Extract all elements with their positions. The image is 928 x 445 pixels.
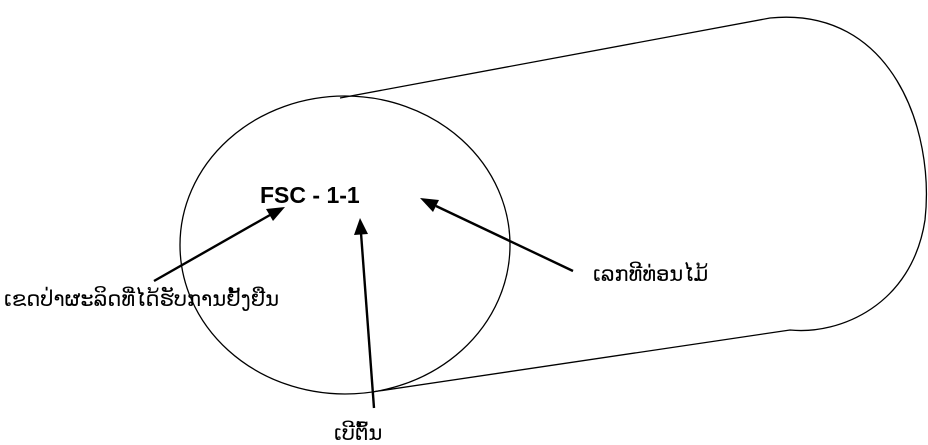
log-number-arrowhead bbox=[420, 198, 439, 212]
stump-arrowhead bbox=[354, 218, 368, 235]
certified-forest-zone-label: ເຂດປ່າຜະລິດທີ່ໄດ້ຮັບການຢັ້ງຢືນ bbox=[4, 286, 279, 311]
log-body-outline bbox=[339, 16, 928, 393]
log-number-label: ເລກທີທ່ອນໄມ້ bbox=[593, 261, 708, 286]
log-code-text: FSC - 1-1 bbox=[260, 182, 360, 208]
log-end-circle bbox=[179, 95, 511, 395]
forest-zone-arrow-shaft bbox=[153, 213, 271, 283]
forest-zone-arrowhead bbox=[266, 207, 285, 221]
log-number-arrow-shaft bbox=[435, 204, 574, 273]
stump-label: ເບີຕົ້ນ bbox=[334, 420, 382, 445]
stump-arrow-shaft bbox=[359, 232, 376, 409]
